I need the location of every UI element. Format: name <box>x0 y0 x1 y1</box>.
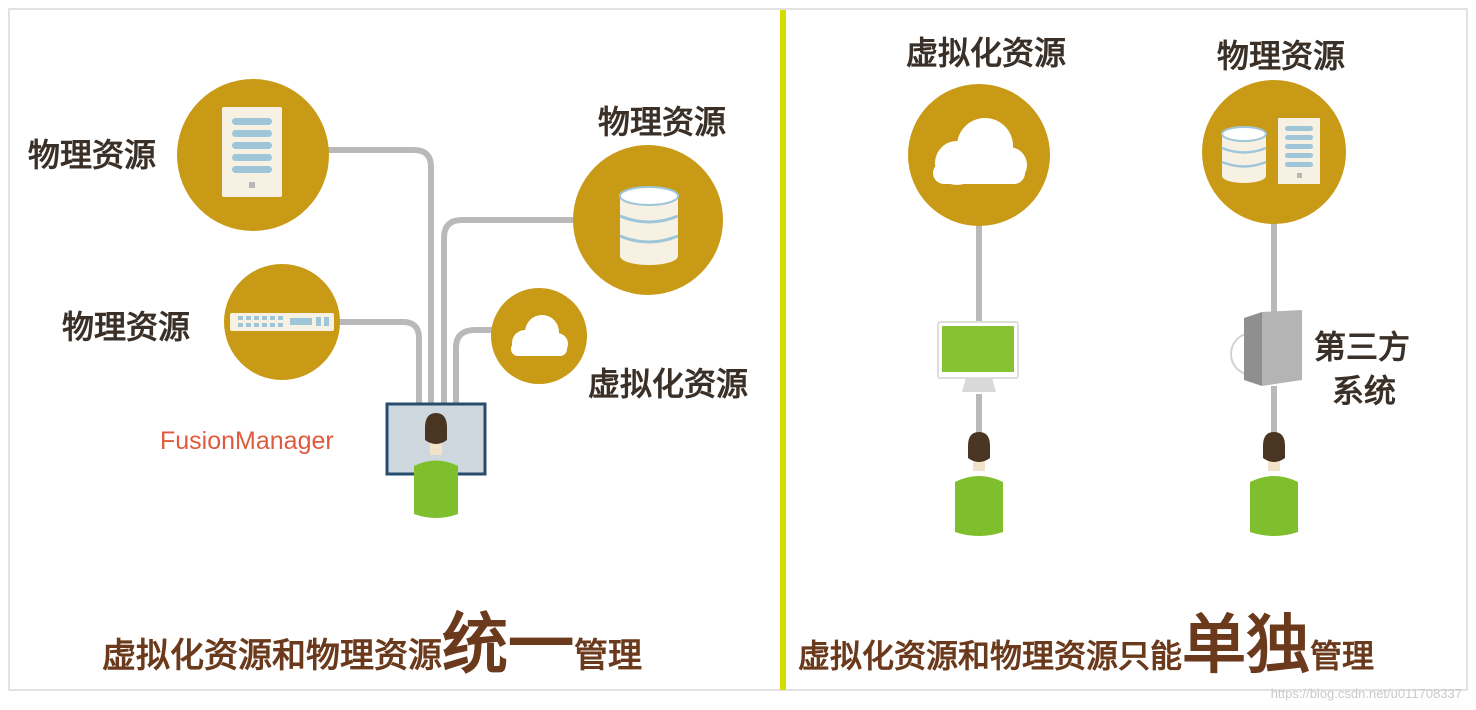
cloud-node <box>491 288 587 384</box>
label-physical-storage: 物理资源 <box>598 103 726 141</box>
panel-divider <box>780 10 786 690</box>
manager-head <box>425 413 447 444</box>
caption-separate-management: 虚拟化资源和物理资源只能单独管理 <box>798 609 1374 683</box>
label-physical-switch: 物理资源 <box>62 308 190 346</box>
label-third-party-line2: 系统 <box>1332 372 1396 410</box>
switch-node <box>224 264 340 380</box>
connector-server <box>328 150 431 404</box>
caption-suffix: 管理 <box>574 636 642 676</box>
monitor-icon <box>938 322 1018 392</box>
label-physical: 物理资源 <box>1217 37 1345 75</box>
cd-disc-box-icon <box>1231 310 1302 386</box>
label-virtual-cloud: 虚拟化资源 <box>588 365 748 403</box>
caption-emphasis: 统一 <box>442 606 574 683</box>
label-physical-server: 物理资源 <box>28 136 156 174</box>
label-third-party-line1: 第三方 <box>1314 328 1410 366</box>
right-connectors <box>979 222 1274 434</box>
server-icon <box>222 107 282 197</box>
connector-cloud <box>456 330 492 404</box>
watermark-url: https://blog.csdn.net/u011708337 <box>1271 686 1462 701</box>
caption-unified-management: 虚拟化资源和物理资源统一管理 <box>102 606 642 683</box>
user-icon <box>1250 432 1298 536</box>
caption-emphasis: 单独 <box>1182 609 1310 683</box>
storage-node <box>573 145 723 295</box>
user-at-monitor-icon <box>387 404 485 518</box>
left-panel: 物理资源 物理资源 物理资源 虚拟化资源 FusionManager 虚拟化资源… <box>28 79 748 683</box>
manager-body <box>414 461 458 519</box>
caption-suffix: 管理 <box>1310 637 1374 675</box>
right-cloud-node <box>908 84 1050 226</box>
connector-switch <box>340 322 419 404</box>
network-switch-icon <box>230 313 334 331</box>
server-node <box>177 79 329 231</box>
caption-prefix: 虚拟化资源和物理资源只能 <box>798 637 1182 675</box>
right-panel: 虚拟化资源 物理资源 第三方 系统 虚拟化资源和物理资源只能单独管理 <box>798 34 1410 683</box>
label-virtual: 虚拟化资源 <box>906 34 1066 72</box>
caption-prefix: 虚拟化资源和物理资源 <box>102 636 442 676</box>
right-physical-node <box>1202 80 1346 224</box>
user-icon <box>955 432 1003 536</box>
label-fusionmanager: FusionManager <box>160 427 334 455</box>
database-icon <box>620 187 678 265</box>
